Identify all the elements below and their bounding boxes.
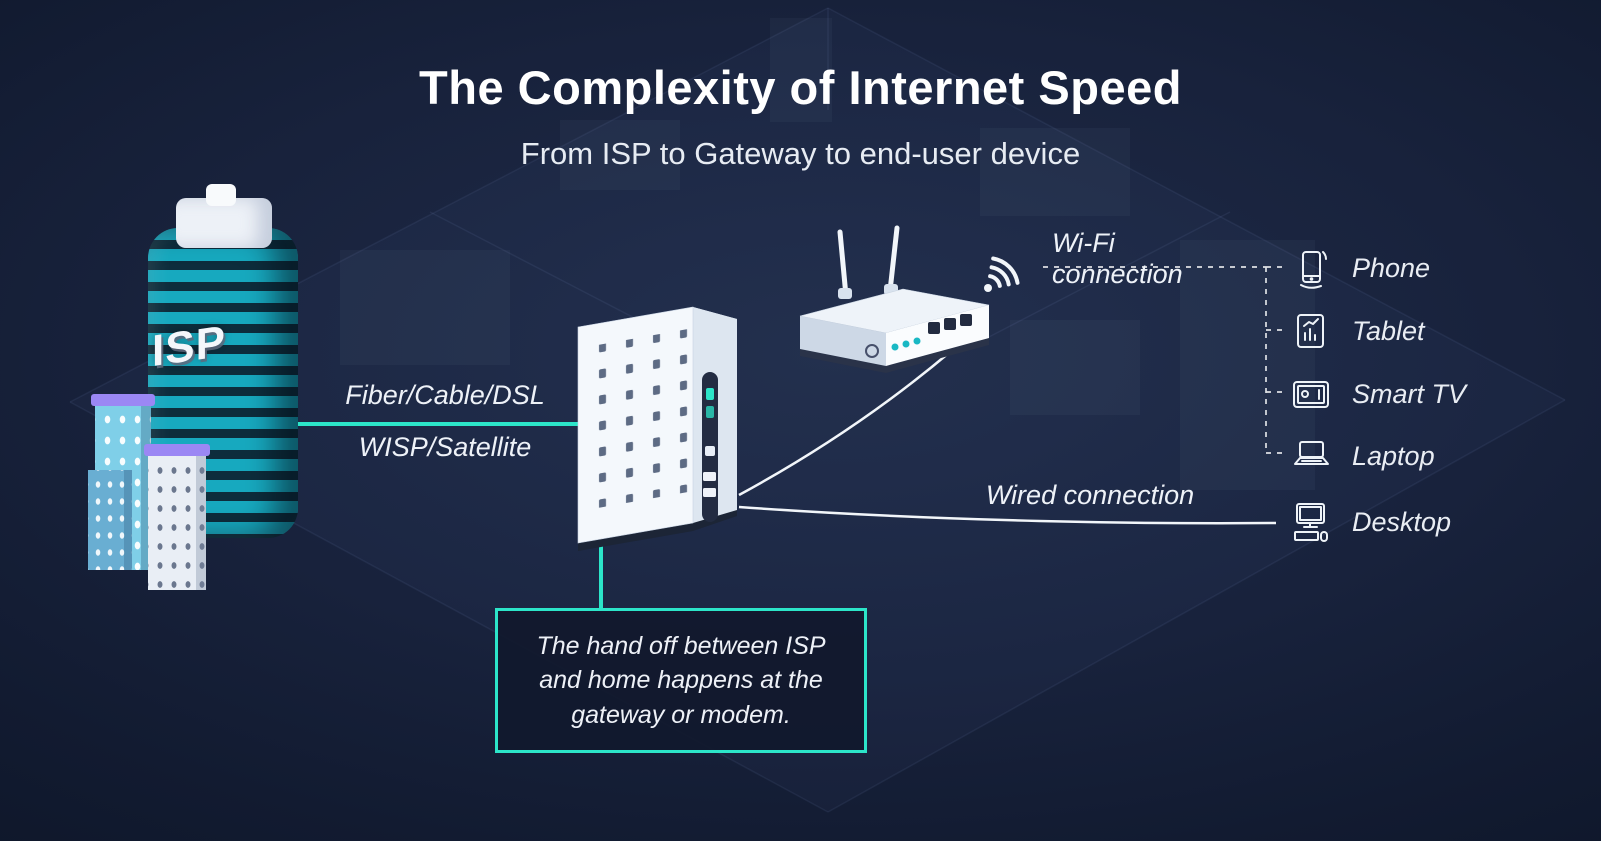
laptop-icon [1294,441,1329,465]
building-front [88,470,132,570]
page-subtitle: From ISP to Gateway to end-user device [520,136,1081,171]
modem-illustration [577,306,737,551]
device-label: Tablet [1352,315,1425,346]
router-illustration [799,225,1020,373]
wisp-label: WISP/Satellite [358,432,532,462]
wifi-dashed-line [1043,266,1284,454]
fiber-label: Fiber/Cable/DSL [345,380,545,410]
device-label: Laptop [1352,440,1435,471]
wifi-signal-icon [984,256,1020,292]
wifi-connection-label: Wi-Fi connection [1052,228,1183,289]
smart-tv-icon [1293,381,1329,408]
device-row-phone: Phone [1288,240,1430,296]
device-label: Phone [1352,252,1431,283]
modem-port [703,472,716,481]
device-label: Smart TV [1352,378,1467,409]
modem-port [703,488,716,497]
desktop-icon [1294,503,1328,542]
page-title: The Complexity of Internet Speed [419,61,1182,114]
isp-tower-cap-top [206,184,236,206]
device-row-smart-tv: Smart TV [1288,366,1466,422]
isp-tower-cap [176,198,272,248]
router-modem-cable [738,351,951,497]
building-roof-purple [91,394,155,406]
router-port [928,322,940,334]
power-icon [865,344,879,358]
callout-box: The hand off between ISP and home happen… [495,608,867,753]
device-row-tablet: Tablet [1288,303,1425,359]
device-row-desktop: Desktop [1288,494,1451,550]
device-row-laptop: Laptop [1288,428,1435,484]
antenna-right-icon [887,225,900,294]
router-port [960,314,972,326]
phone-icon [1300,251,1327,289]
router-port [944,318,956,330]
antenna-left-icon [837,229,849,299]
wired-connection-label: Wired connection [985,480,1195,510]
callout-text: The hand off between ISP and home happen… [536,631,826,729]
wired-line [738,505,1277,525]
device-label: Desktop [1352,506,1452,537]
tablet-icon [1297,314,1324,348]
building-roof-purple [144,444,210,456]
building-white [148,452,206,590]
